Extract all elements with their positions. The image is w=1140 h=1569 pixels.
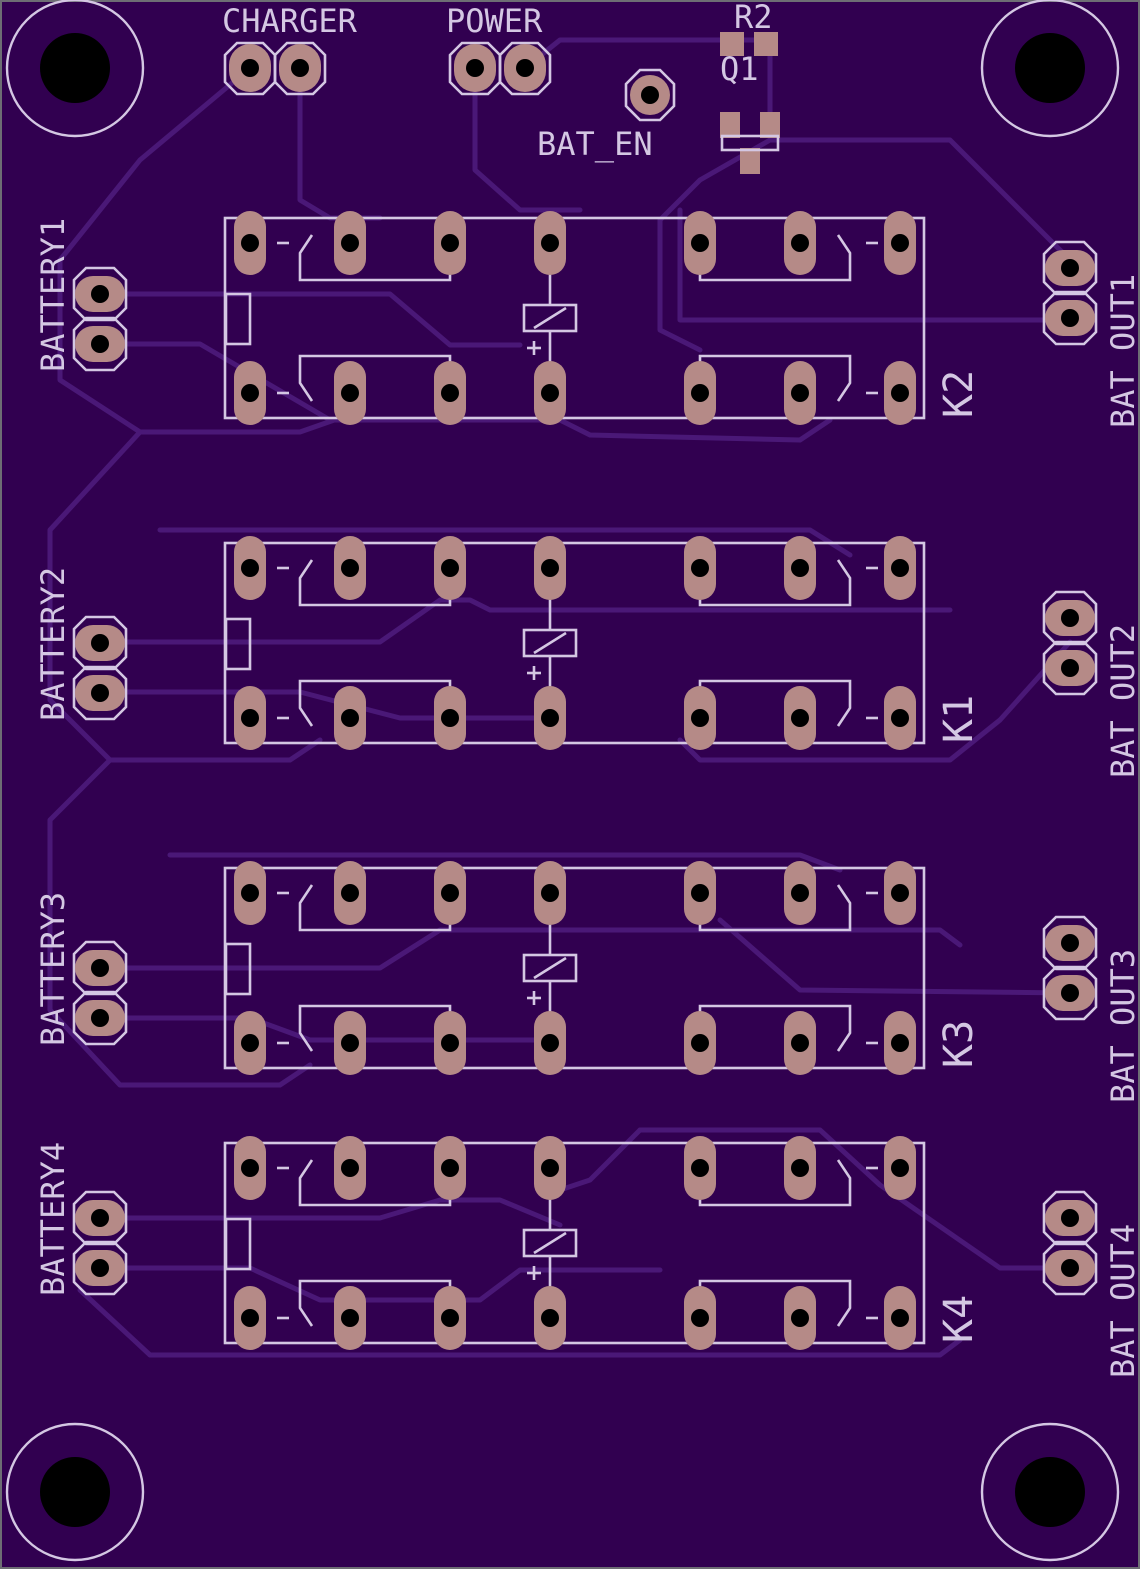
battery-connector-label: BATTERY4 <box>34 1142 72 1296</box>
bat-en-label: BAT_EN <box>537 125 653 163</box>
battery-connector-2: BATTERY2 <box>34 567 128 721</box>
relay-k2: K2 <box>223 211 982 425</box>
power-label: POWER <box>446 2 543 40</box>
mounting-hole-bottom-left <box>5 1422 145 1562</box>
bat-out-connector-2: BAT_OUT2 <box>1042 590 1140 778</box>
mounting-hole-bottom-right <box>980 1422 1120 1562</box>
bat-out-connector-label: BAT_OUT4 <box>1104 1224 1140 1378</box>
bat-out-connector-label: BAT_OUT1 <box>1104 274 1140 428</box>
r2-resistor: R2 <box>720 0 778 56</box>
relay-designator: K2 <box>936 370 982 418</box>
q1-transistor: Q1 <box>720 50 780 174</box>
battery-connector-label: BATTERY3 <box>34 892 72 1046</box>
relay-designator: K3 <box>936 1020 982 1068</box>
bat-out-connector-3: BAT_OUT3 <box>1042 915 1140 1103</box>
relay-designator: K1 <box>936 695 982 743</box>
relay-k4: K4 <box>223 1136 982 1350</box>
relay-k3: K3 <box>223 861 982 1075</box>
r2-label: R2 <box>734 0 773 36</box>
bat-out-connector-1: BAT_OUT1 <box>1042 240 1140 428</box>
bat-out-connector-label: BAT_OUT2 <box>1104 624 1140 778</box>
battery-connector-4: BATTERY4 <box>34 1142 128 1296</box>
battery-connector-label: BATTERY2 <box>34 567 72 721</box>
mounting-hole-top-left <box>5 0 145 138</box>
battery-connector-3: BATTERY3 <box>34 892 128 1046</box>
mounting-hole-top-right <box>980 0 1120 138</box>
bat-out-connector-label: BAT_OUT3 <box>1104 949 1140 1103</box>
bat-en-pad: BAT_EN <box>537 68 676 163</box>
relay-designator: K4 <box>936 1295 982 1343</box>
q1-label: Q1 <box>720 50 759 88</box>
bat-out-connector-4: BAT_OUT4 <box>1042 1190 1140 1378</box>
power-connector: POWER <box>446 2 552 96</box>
relay-k1: K1 <box>223 536 982 750</box>
battery-connector-1: BATTERY1 <box>34 218 128 372</box>
charger-connector: CHARGER <box>222 2 358 96</box>
mounting-holes <box>5 0 1120 1562</box>
battery-connector-label: BATTERY1 <box>34 218 72 372</box>
charger-label: CHARGER <box>222 2 358 40</box>
